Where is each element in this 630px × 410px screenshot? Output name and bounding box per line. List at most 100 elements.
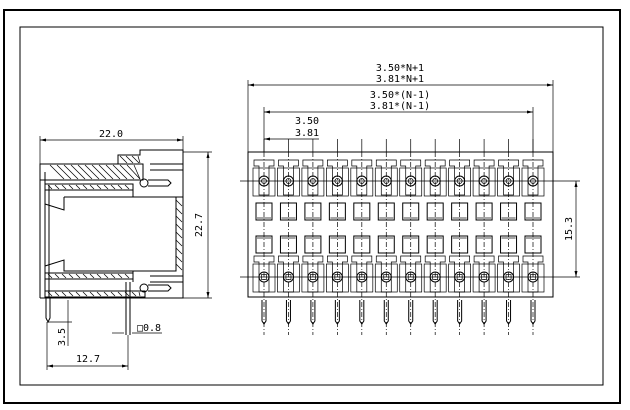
bottom-terminal-housing xyxy=(374,263,398,293)
side-top-pin xyxy=(148,179,172,187)
bottom-terminal-housing xyxy=(399,263,423,293)
hatch-line xyxy=(175,207,183,215)
hatch-line xyxy=(175,263,183,271)
hatch-line xyxy=(112,164,128,180)
outer-frame xyxy=(3,9,621,404)
upper-wire-window xyxy=(402,202,420,221)
arrowhead xyxy=(574,271,578,277)
top-terminal-housing xyxy=(277,167,300,197)
hatch-line xyxy=(75,184,81,190)
pcb-pin xyxy=(432,300,438,325)
upper-wire-window xyxy=(279,202,297,221)
side-view: 22.0 22.7 3.5 12.7 □0.8 xyxy=(39,129,212,370)
hatch-line xyxy=(117,184,123,190)
hatch-line xyxy=(105,164,121,180)
pitch-label-1: 3.50 xyxy=(295,116,319,127)
top-terminal-slot xyxy=(351,159,373,196)
lower-wire-window xyxy=(353,235,371,254)
bottom-terminal-housing xyxy=(326,263,349,293)
hatch-line xyxy=(54,184,60,190)
pin-size-label: □0.8 xyxy=(137,323,161,334)
pole-group xyxy=(252,139,545,335)
hatch-line xyxy=(124,273,130,279)
hatch-line xyxy=(124,184,130,190)
hatch-line xyxy=(175,199,183,207)
arrowhead xyxy=(527,110,533,114)
top-terminal-slot xyxy=(400,159,422,196)
side-hatch-lines xyxy=(47,155,183,297)
upper-wire-window xyxy=(255,202,273,221)
hatch-line xyxy=(175,255,183,263)
hatch-line xyxy=(103,273,109,279)
hatch-line xyxy=(103,184,109,190)
hatch-line xyxy=(75,291,81,297)
upper-wire-window xyxy=(304,202,322,221)
hatch-line xyxy=(54,291,60,297)
hatch-line xyxy=(133,164,141,180)
overall-length-label-1: 3.50*N+1 xyxy=(376,63,424,74)
hatch-line xyxy=(56,164,72,180)
pin-length-label: 3.5 xyxy=(57,328,68,346)
side-lower-rail-2 xyxy=(44,290,146,298)
arrowhead xyxy=(122,364,128,368)
top-terminal-housing xyxy=(497,167,520,197)
upper-wire-window xyxy=(500,202,518,221)
pole xyxy=(472,139,496,335)
upper-wire-window xyxy=(475,202,493,221)
pole xyxy=(326,139,349,335)
pcb-pin xyxy=(334,300,340,325)
hatch-line xyxy=(68,273,74,279)
side-bottom-pin xyxy=(148,284,172,292)
pole xyxy=(521,139,545,335)
top-terminal-housing xyxy=(326,167,349,197)
bottom-terminal-housing xyxy=(301,263,325,293)
side-pcb-pin-left xyxy=(45,298,51,324)
hatch-line xyxy=(61,291,67,297)
hatch-line xyxy=(89,273,95,279)
pole xyxy=(448,139,471,335)
pcb-pin xyxy=(506,300,512,325)
upper-wire-window xyxy=(524,202,542,221)
pole xyxy=(374,139,398,335)
hatch-line xyxy=(110,273,116,279)
pcb-pin xyxy=(481,300,487,325)
hatch-line xyxy=(47,273,53,279)
top-terminal-housing xyxy=(252,167,276,197)
top-terminal-slot xyxy=(449,159,470,196)
hatch-line xyxy=(98,164,114,180)
side-width-label: 22.0 xyxy=(99,129,123,140)
hatch-line xyxy=(68,184,74,190)
upper-wire-window xyxy=(451,202,469,221)
upper-wire-window xyxy=(328,202,346,221)
hatch-line xyxy=(175,239,183,247)
hatch-line xyxy=(110,184,116,190)
hatch-line xyxy=(70,164,86,180)
top-terminal-housing xyxy=(472,167,496,197)
lower-wire-window xyxy=(328,235,346,254)
inner-frame xyxy=(19,26,604,386)
overall-length-label-2: 3.81*N+1 xyxy=(376,74,424,85)
lower-wire-window xyxy=(475,235,493,254)
top-terminal-housing xyxy=(521,167,545,197)
side-pcb-pin-right xyxy=(125,282,131,335)
hatch-line xyxy=(96,273,102,279)
top-terminal-slot xyxy=(473,159,495,196)
front-view-body xyxy=(247,151,554,298)
top-terminal-slot xyxy=(278,159,299,196)
lower-wire-window xyxy=(255,235,273,254)
bottom-terminal-housing xyxy=(423,263,447,293)
hatch-line xyxy=(49,164,65,180)
side-bottom-screw xyxy=(139,283,149,293)
pcb-pin xyxy=(359,300,365,325)
pole xyxy=(399,139,423,335)
arrowhead xyxy=(264,137,270,141)
hatch-line xyxy=(137,155,141,164)
hatch-line xyxy=(175,231,183,239)
arrowhead xyxy=(547,83,553,87)
top-terminal-slot xyxy=(522,159,544,196)
hatch-line xyxy=(61,273,67,279)
hatch-line xyxy=(96,291,102,297)
top-terminal-housing xyxy=(374,167,398,197)
side-lower-rail xyxy=(44,272,134,280)
pitch-label-2: 3.81 xyxy=(295,128,319,139)
